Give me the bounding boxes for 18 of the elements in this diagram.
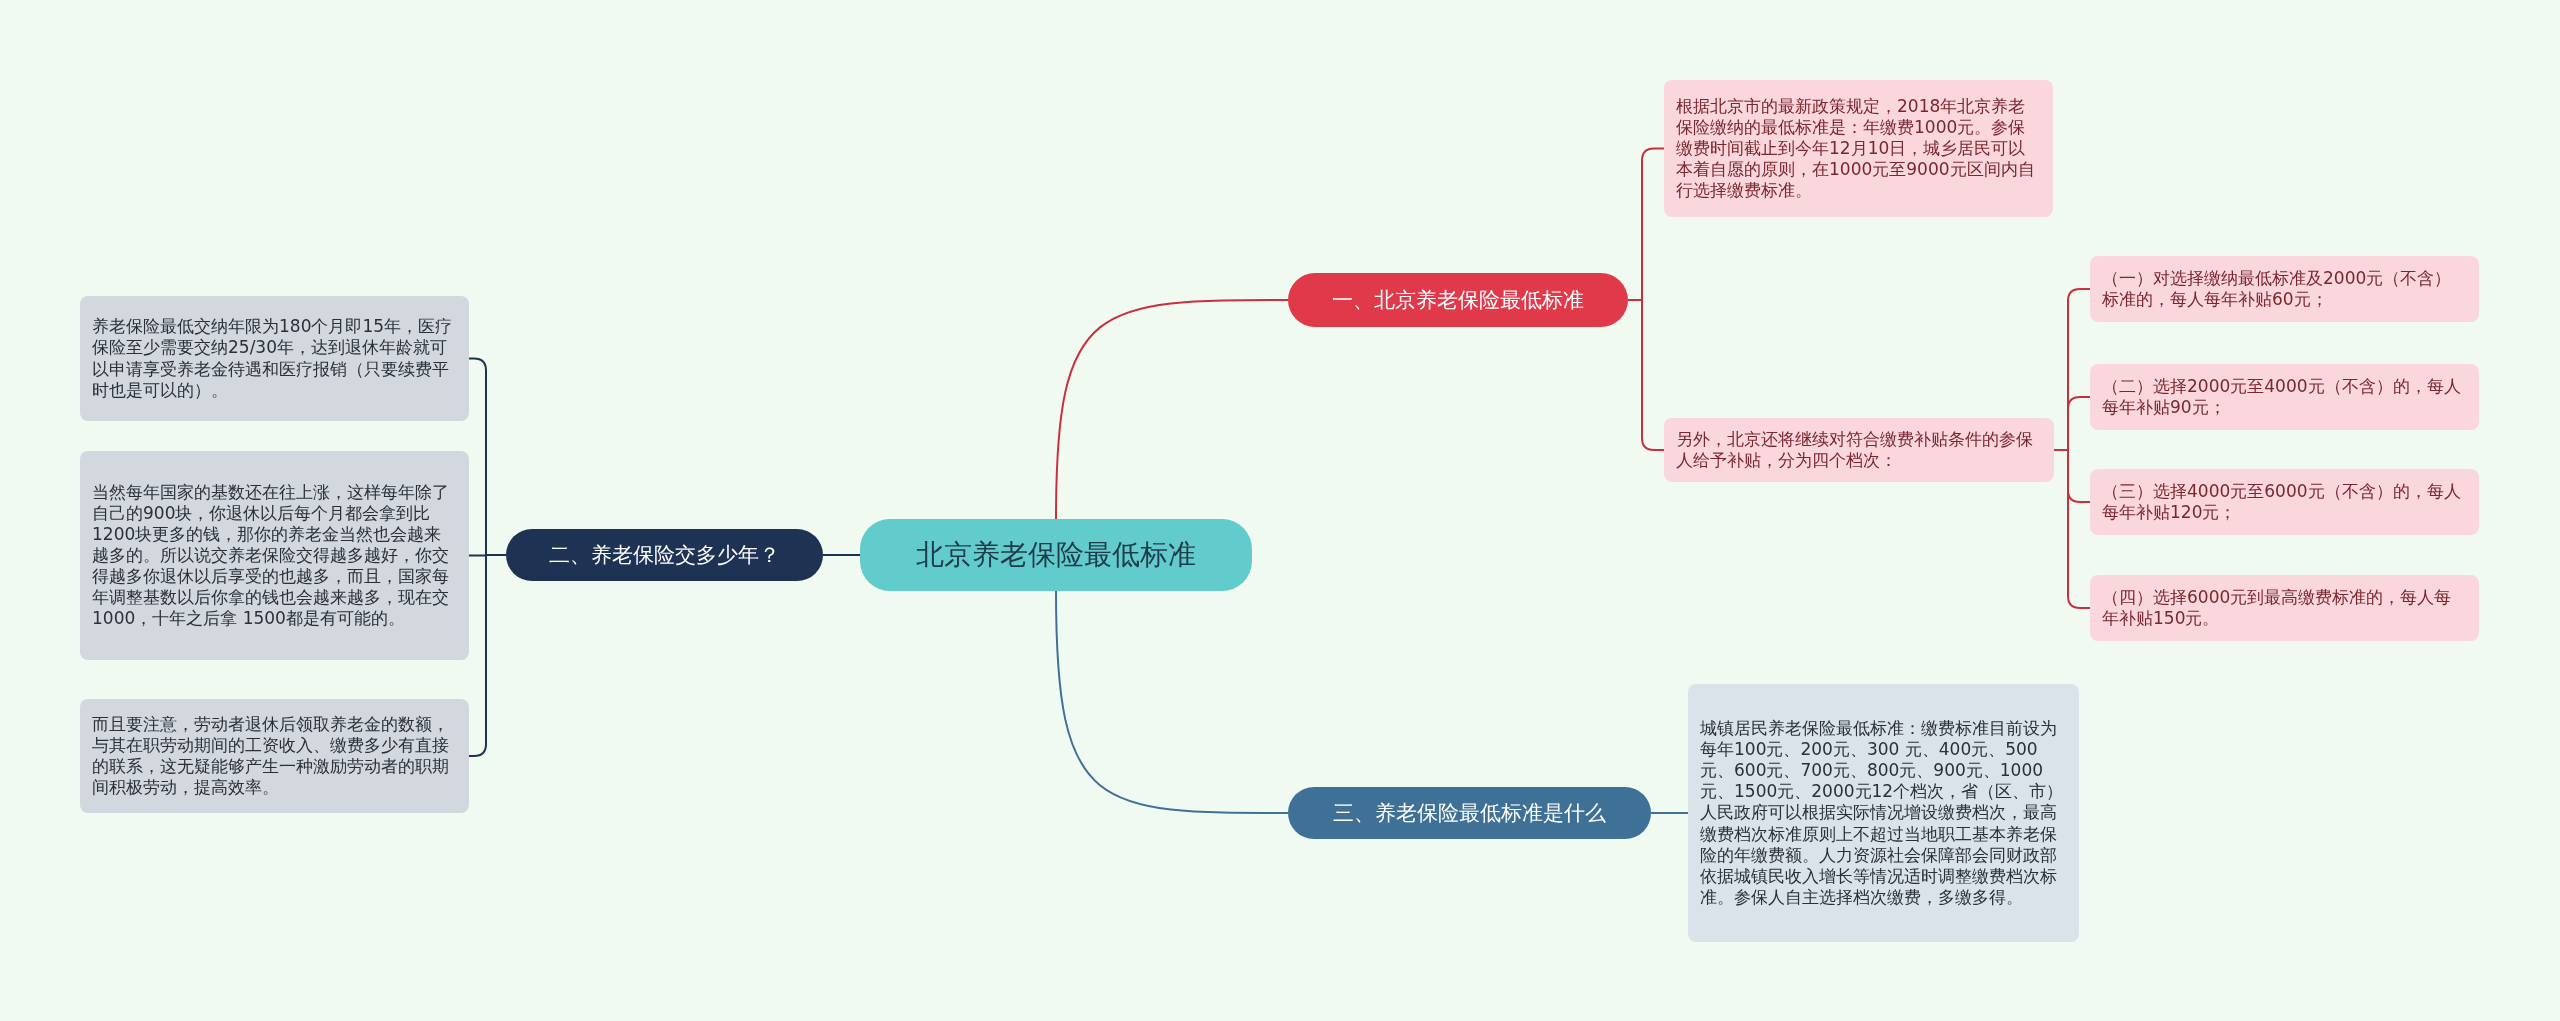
note-box: （二）选择2000元至4000元（不含）的，每人每年补贴90元；: [2090, 364, 2479, 430]
note-box: 养老保险最低交纳年限为180个月即15年，医疗保险至少需要交纳25/30年，达到退休年龄就可以申请享受养老金待遇和医疗报销（只要续费平时也是可以的）。: [80, 296, 469, 421]
connector-line: [1055, 299, 1289, 520]
note-box: （一）对选择缴纳最低标准及2000元（不含）标准的，每人每年补贴60元；: [2090, 256, 2479, 322]
branch-topic: 三、养老保险最低标准是什么: [1288, 787, 1651, 839]
connector-line: [822, 554, 861, 556]
note-box: 当然每年国家的基数还在往上涨，这样每年除了自己的900块，你退休以后每个月都会拿到比1200块更多的钱，那你的养老金当然也会越来越多的。所以说交养老保险交得越多越好，你交得越多你退休以后享受的也越多，而且，国家每年调整基数以后你拿的钱也会越来越多，现在交1000，十年之后拿 1500都是有可能的。: [80, 451, 469, 660]
branch-topic: 一、北京养老保险最低标准: [1288, 273, 1628, 327]
note-box: （四）选择6000元到最高缴费标准的，每人每年补贴150元。: [2090, 575, 2479, 641]
central-topic: 北京养老保险最低标准: [860, 519, 1252, 591]
branch-topic: 二、养老保险交多少年？: [506, 529, 823, 581]
connector-line: [1650, 812, 1689, 814]
note-box: 另外，北京还将继续对符合缴费补贴条件的参保人给予补贴，分为四个档次：: [1664, 418, 2054, 482]
note-box: （三）选择4000元至6000元（不含）的，每人每年补贴120元；: [2090, 469, 2479, 535]
note-box: 而且要注意，劳动者退休后领取养老金的数额，与其在职劳动期间的工资收入、缴费多少有直接的联系，这无疑能够产生一种激励劳动者的职期间积极劳动，提高效率。: [80, 699, 469, 813]
note-box: 根据北京市的最新政策规定，2018年北京养老保险缴纳的最低标准是：年缴费1000元。参保缴费时间截止到今年12月10日，城乡居民可以本着自愿的原则，在1000元至9000元区间内自行选择缴费标准。: [1664, 80, 2053, 217]
note-box: 城镇居民养老保险最低标准：缴费标准目前设为每年100元、200元、300 元、400元、500元、600元、700元、800元、900元、1000元、1500元、2000元12个档次，省（区、市）人民政府可以根据实际情况增设缴费档次，最高缴费档次标准原则上不超过当地职工基本养老保险的年缴费额。人力资源社会保障部会同财政部依据城镇民收入增长等情况适时调整缴费档次标准。参保人自主选择档次缴费，多缴多得。: [1688, 684, 2079, 942]
connector-line: [1055, 590, 1289, 814]
